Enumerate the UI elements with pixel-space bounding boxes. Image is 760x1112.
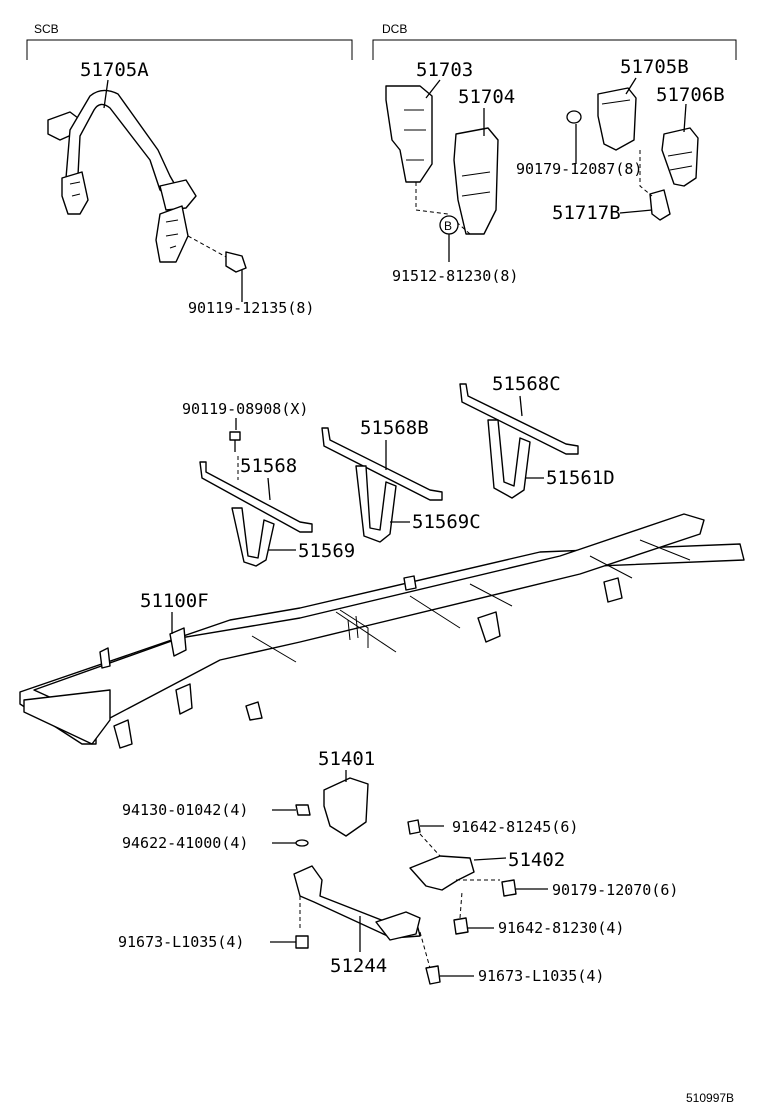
part-51244-drawing (293, 865, 431, 969)
part-51705B-drawing (597, 87, 637, 151)
label-51569: 51569 (298, 540, 355, 562)
label-51568B: 51568B (360, 417, 429, 439)
label-51706B: 51706B (656, 84, 725, 106)
figure-id: 510997B (686, 1091, 734, 1105)
label-90179-12087: 90179-12087(8) (516, 160, 642, 178)
strap-51568B-drawing (321, 427, 443, 501)
label-51244: 51244 (330, 955, 387, 977)
bolt-91673-L1035-left-drawing (295, 935, 309, 949)
label-51401: 51401 (318, 748, 375, 770)
bolt-91642-81245-drawing (407, 819, 444, 857)
label-94622-41000: 94622-41000(4) (122, 834, 248, 852)
part-51705A-drawing (47, 89, 247, 302)
nut-94130-01042-drawing (295, 804, 311, 816)
scb-bracket: SCB (26, 22, 353, 60)
label-51568C: 51568C (492, 373, 561, 395)
label-51717B: 51717B (552, 202, 621, 224)
part-51704-drawing (453, 127, 499, 235)
nut-90179-12087-drawing (566, 110, 582, 124)
label-91673-L1035-left: 91673-L1035(4) (118, 933, 244, 951)
callout-b-letter: B (444, 219, 452, 233)
label-51100F: 51100F (140, 590, 209, 612)
section-label-scb: SCB (34, 22, 59, 36)
label-51569C: 51569C (412, 511, 481, 533)
label-51705A: 51705A (80, 59, 149, 81)
label-91642-81230: 91642-81230(4) (498, 919, 624, 937)
label-91642-81245: 91642-81245(6) (452, 818, 578, 836)
band-51569-drawing (231, 507, 275, 567)
part-51401-drawing (323, 777, 369, 837)
strap-51568-drawing (199, 461, 313, 533)
washer-94622-41000-drawing (295, 839, 309, 847)
label-51402: 51402 (508, 849, 565, 871)
band-51561D-drawing (487, 419, 531, 499)
label-90179-12070: 90179-12070(6) (552, 881, 678, 899)
nut-90179-12070-drawing (501, 879, 517, 897)
bolt-91642-81230-drawing (453, 891, 469, 935)
bolt-91673-L1035-right-drawing (425, 965, 441, 985)
label-90119-12135: 90119-12135(8) (188, 299, 314, 317)
label-51561D: 51561D (546, 467, 615, 489)
label-91512-81230: 91512-81230(8) (392, 267, 518, 285)
bolt-90119-08908-drawing (229, 431, 241, 480)
label-51704: 51704 (458, 86, 515, 108)
label-90119-08908: 90119-08908(X) (182, 400, 308, 418)
dcb-bracket: DCB (372, 22, 737, 60)
label-91673-L1035-right: 91673-L1035(4) (478, 967, 604, 985)
frame-51100F-drawing (19, 513, 745, 749)
part-51402-drawing (409, 855, 500, 891)
label-51705B: 51705B (620, 56, 689, 78)
label-94130-01042: 94130-01042(4) (122, 801, 248, 819)
section-label-dcb: DCB (382, 22, 407, 36)
part-51703-drawing (385, 85, 433, 183)
part-51706B-drawing (661, 127, 699, 187)
label-51703: 51703 (416, 59, 473, 81)
label-51568: 51568 (240, 455, 297, 477)
band-51569C-drawing (355, 465, 397, 543)
